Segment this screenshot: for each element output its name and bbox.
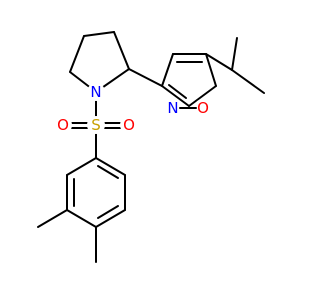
bond [161,53,174,87]
bond [66,209,97,228]
bond [97,205,119,219]
atom-s1-label: S [91,116,101,134]
atom-o3-label: O [197,99,209,117]
bond [37,209,68,228]
atom-o1: O [54,116,72,134]
bond [69,35,85,73]
bond [128,68,163,87]
molecule-diagram: N S O O N O [37,31,265,263]
bond [95,157,126,176]
atom-o2-label: O [123,116,135,134]
bond [205,53,217,87]
bond [113,31,130,70]
atom-n1: N [87,83,105,101]
bond [97,165,119,179]
bond [83,31,115,37]
bond [205,53,233,71]
bond-layer [37,31,265,263]
atom-n2-label: N [167,99,178,117]
bond [161,85,190,107]
bond [168,84,187,99]
atom-o2: O [120,116,138,134]
bond [188,85,217,107]
atom-n1-label: N [90,83,101,101]
bond [95,209,126,228]
atom-s1: S [87,116,105,134]
atom-layer: N S O O N O [54,83,212,134]
atom-n2: N [164,99,182,117]
atom-o3: O [194,99,212,117]
atom-o1-label: O [57,116,69,134]
bond [66,157,97,176]
bond [231,37,238,71]
bond [231,69,265,94]
